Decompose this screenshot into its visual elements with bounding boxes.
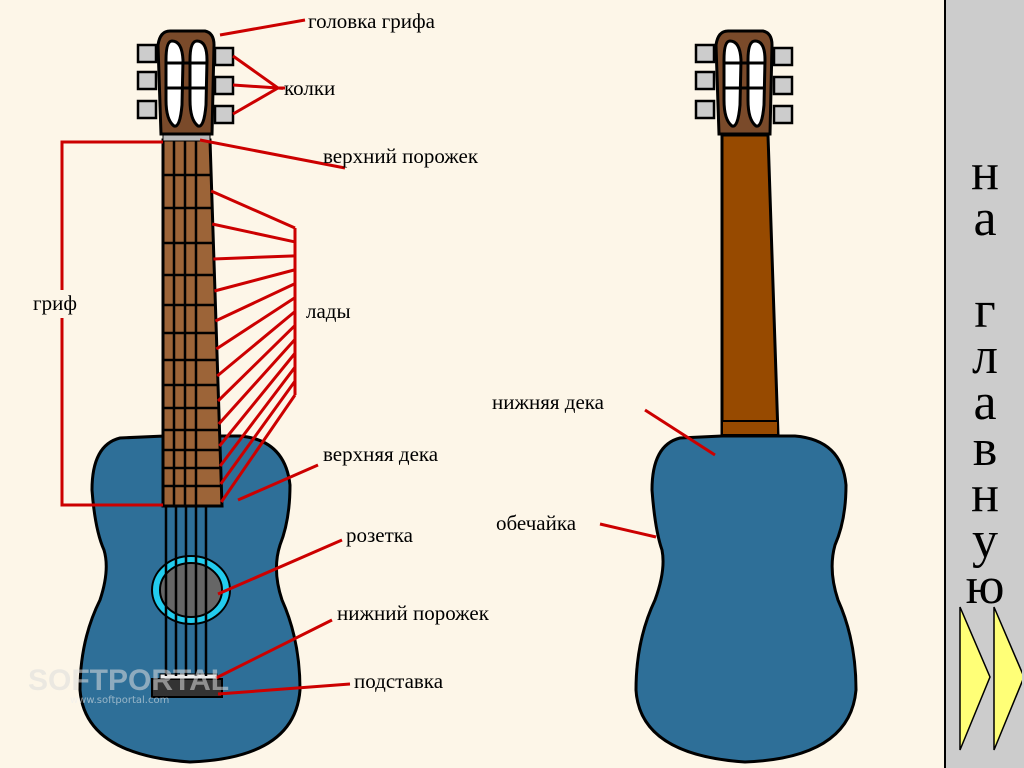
fret-label-line [214,268,296,293]
back-guitar [634,29,858,764]
label-soundboard: верхняя дека [323,442,439,466]
tuners [136,43,235,125]
fret-label-line [210,189,296,230]
fret-label-line [213,254,296,261]
label-top-nut: верхний порожек [323,144,479,168]
fret-label-line [218,366,297,467]
label-sides: обечайка [496,511,577,535]
fret-label-line [219,380,297,485]
svg-text:www.softportal.com: www.softportal.com [70,695,169,706]
home-letter[interactable]: в [972,420,998,477]
front-guitar [78,29,302,764]
soundhole [159,562,223,618]
home-letter[interactable]: а [973,190,997,247]
neck-heel [721,420,779,436]
home-letter[interactable]: а [973,374,997,431]
label-back: нижняя дека [492,390,605,414]
fret-label-line [215,296,296,351]
label-tuners: колки [284,76,335,100]
svg-text:SOFTPORTAL: SOFTPORTAL [28,664,229,697]
home-letter[interactable]: л [972,328,998,385]
fret-label-line [216,310,296,378]
home-letter[interactable]: н [971,466,999,523]
label-bridge: подставка [354,669,444,693]
back-neck [720,133,780,437]
label-frets: лады [306,299,351,323]
fret-label-line [217,338,297,426]
back-body [634,434,858,764]
watermark: SOFTPORTAL www.softportal.com [28,664,229,706]
home-letter[interactable]: н [971,144,999,201]
home-letter[interactable]: г [974,282,996,339]
home-letter[interactable]: ю [965,558,1005,615]
label-lines [60,18,716,696]
label-neck: гриф [33,291,77,315]
labels: головка грифа колки верхний порожек гриф… [33,9,605,693]
label-headstock: головка грифа [308,9,436,33]
fret-label-line [211,222,296,244]
frets [163,173,222,488]
fret-label-line [214,282,296,323]
fret-label-line [220,394,297,503]
fret-label-line [216,324,297,403]
label-bottom-nut: нижний порожек [337,601,490,625]
label-rosette: розетка [346,523,414,547]
headstock-slots [164,39,209,128]
fretboard-strings [172,140,198,506]
home-letter[interactable]: у [972,512,998,569]
fret-label-line [218,352,297,447]
double-triangle-right-icon[interactable] [954,605,1022,755]
